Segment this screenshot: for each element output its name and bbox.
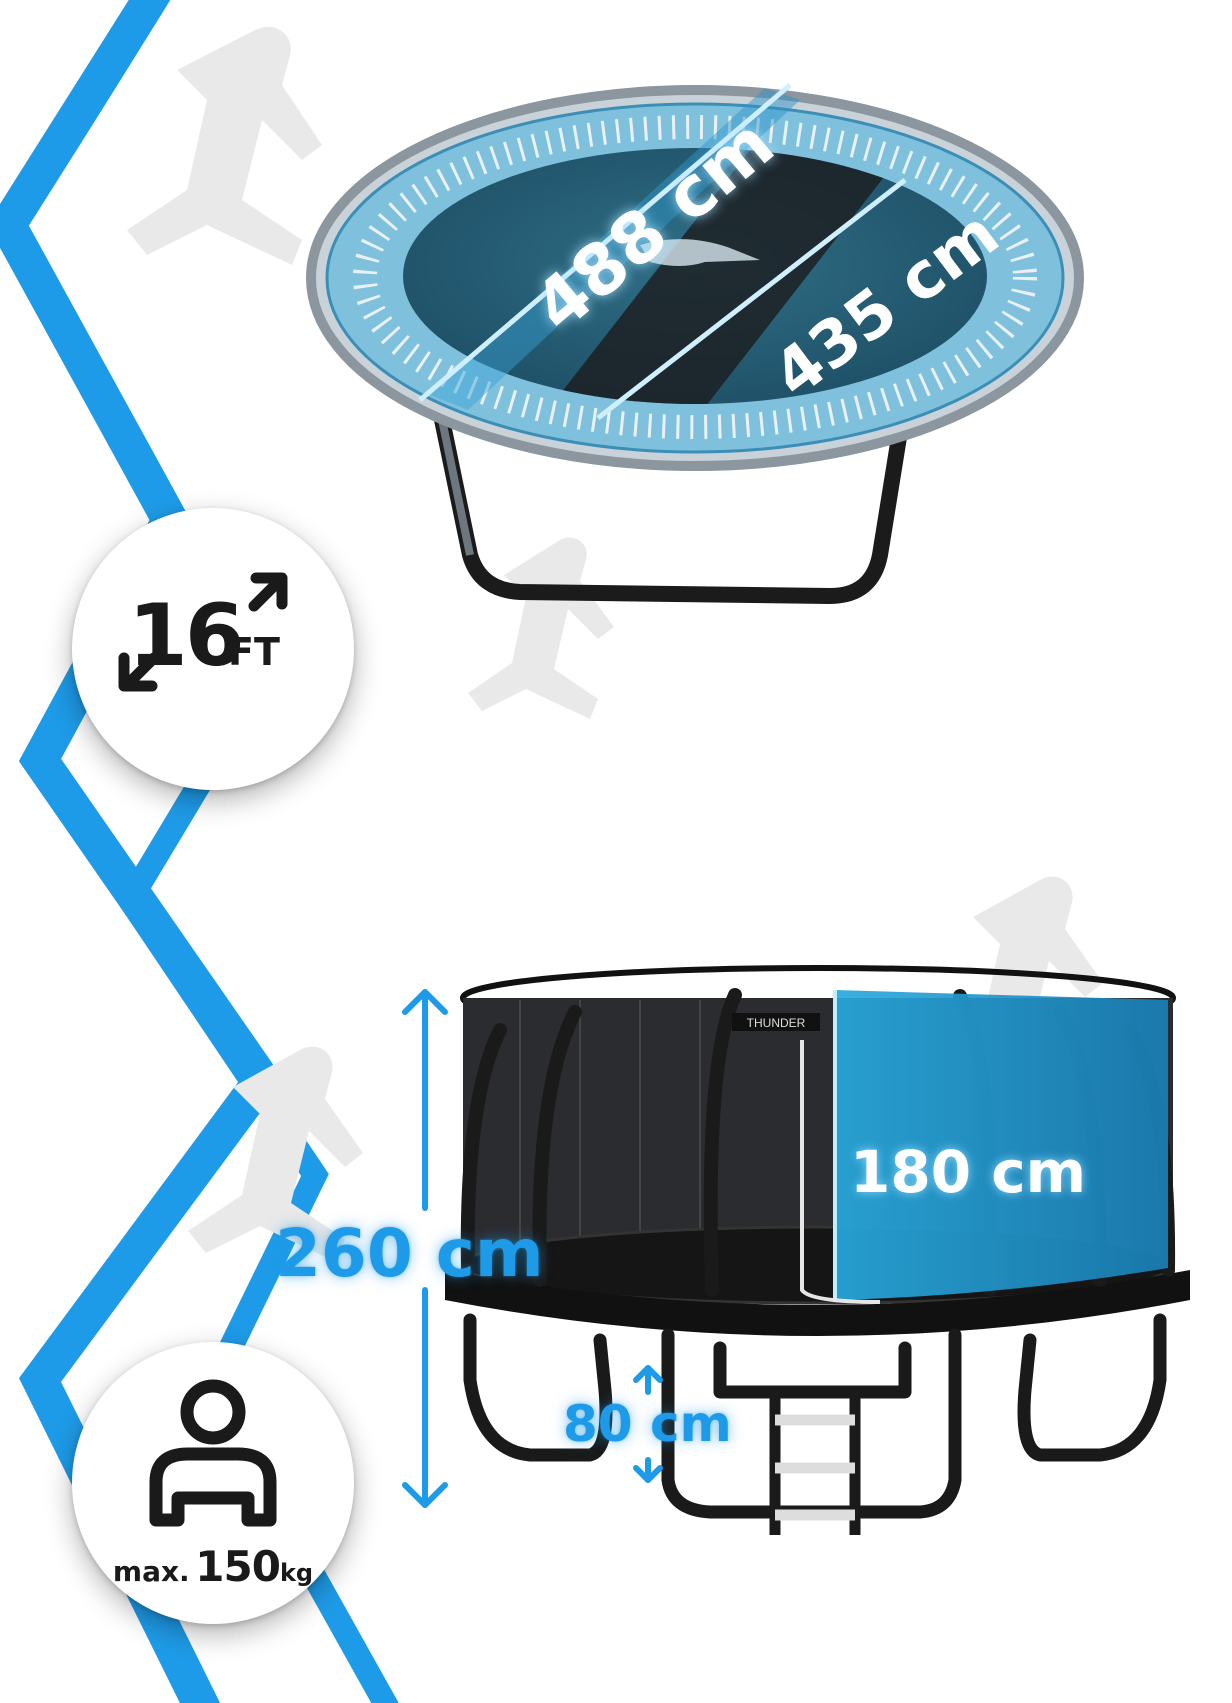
label-net-height: 180 cm	[850, 1138, 1087, 1206]
measure-arrow-frame-height	[633, 1365, 663, 1483]
top-view-trampoline	[306, 83, 1084, 604]
brand-text: THUNDER	[747, 1016, 806, 1030]
person-icon	[149, 1379, 277, 1527]
jumper-silhouettes	[127, 26, 1103, 1262]
brand-logo-icon	[640, 239, 760, 266]
size-unit: FT	[228, 630, 280, 674]
ladder	[769, 1395, 861, 1535]
side-view-trampoline: THUNDER	[445, 965, 1190, 1535]
weight-unit: kg	[279, 1559, 314, 1587]
diagonal-resize-arrows-icon	[118, 572, 288, 692]
label-total-height: 260 cm	[275, 1215, 544, 1292]
max-weight-text: max. 150kg	[72, 1542, 354, 1591]
label-frame-height: 80 cm	[563, 1395, 732, 1453]
weight-prefix: max.	[112, 1555, 190, 1588]
weight-number: 150	[195, 1542, 281, 1591]
weight-badge: max. 150kg	[72, 1342, 354, 1624]
size-badge: 16 FT	[72, 508, 354, 790]
measure-arrow-total-height	[402, 989, 448, 1508]
